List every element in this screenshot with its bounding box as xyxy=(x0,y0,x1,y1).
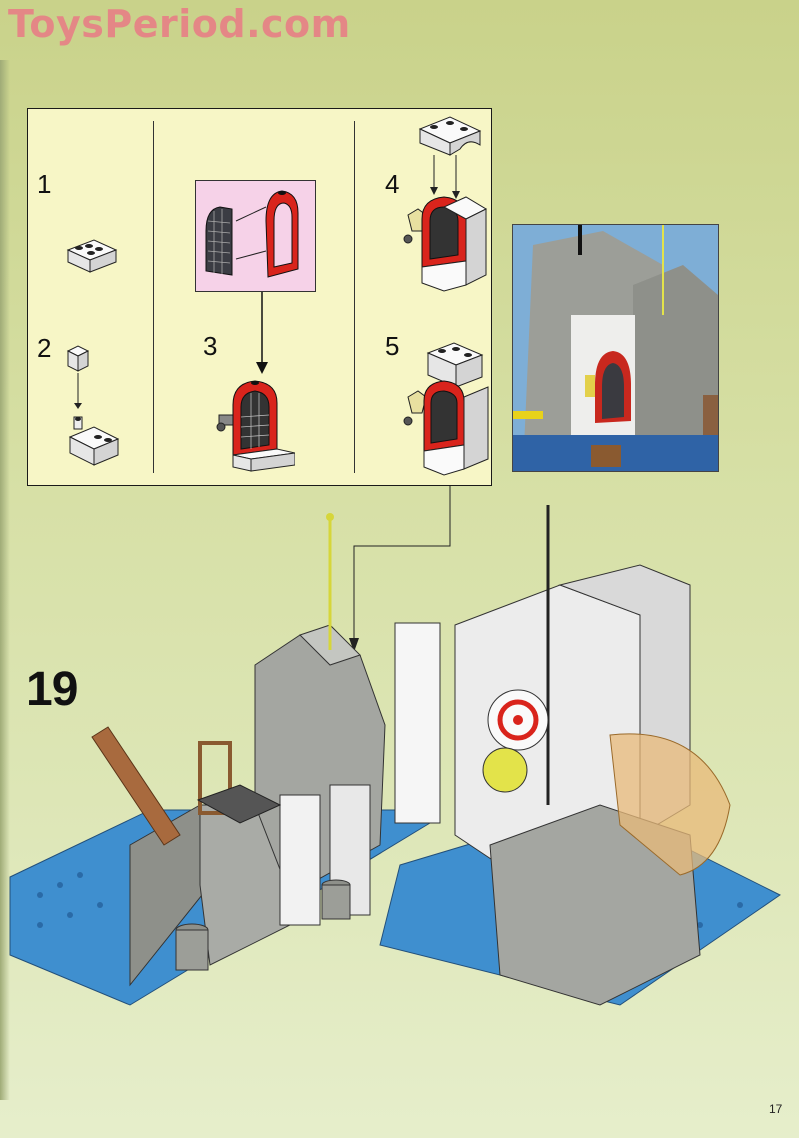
substep-number-5: 5 xyxy=(385,331,400,361)
castle-model-illustration xyxy=(9,505,781,1006)
panel-divider-right xyxy=(354,121,355,473)
window-frame-illustration xyxy=(205,190,299,278)
callout-connector-line xyxy=(349,486,451,652)
substep-number-3: 3 xyxy=(203,331,218,361)
page-gutter-shadow xyxy=(0,60,10,1100)
page-number: 17 xyxy=(769,1102,783,1116)
substep-number-1: 1 xyxy=(37,169,52,199)
brick-white-1x3-illustration xyxy=(66,239,118,273)
substep-number-4: 4 xyxy=(385,169,400,199)
brick-stack-step2-illustration xyxy=(66,345,120,466)
watermark-logo: ToysPeriod.com xyxy=(8,2,351,46)
substep-number-2: 2 xyxy=(37,333,52,363)
panel-divider-left xyxy=(153,121,154,473)
window-stack-step5-illustration xyxy=(403,342,489,476)
window-on-brick-illustration xyxy=(216,380,295,472)
main-step-number: 19 xyxy=(26,663,78,716)
window-assembly-callout xyxy=(195,180,316,292)
castle-closeup-photo xyxy=(513,225,718,471)
reference-photo xyxy=(512,224,719,472)
baseplate-studs xyxy=(37,872,743,988)
arch-brick-on-window-illustration xyxy=(403,116,488,292)
down-arrow xyxy=(256,292,268,374)
substep-panel: 1 2 3 4 5 xyxy=(27,108,492,486)
